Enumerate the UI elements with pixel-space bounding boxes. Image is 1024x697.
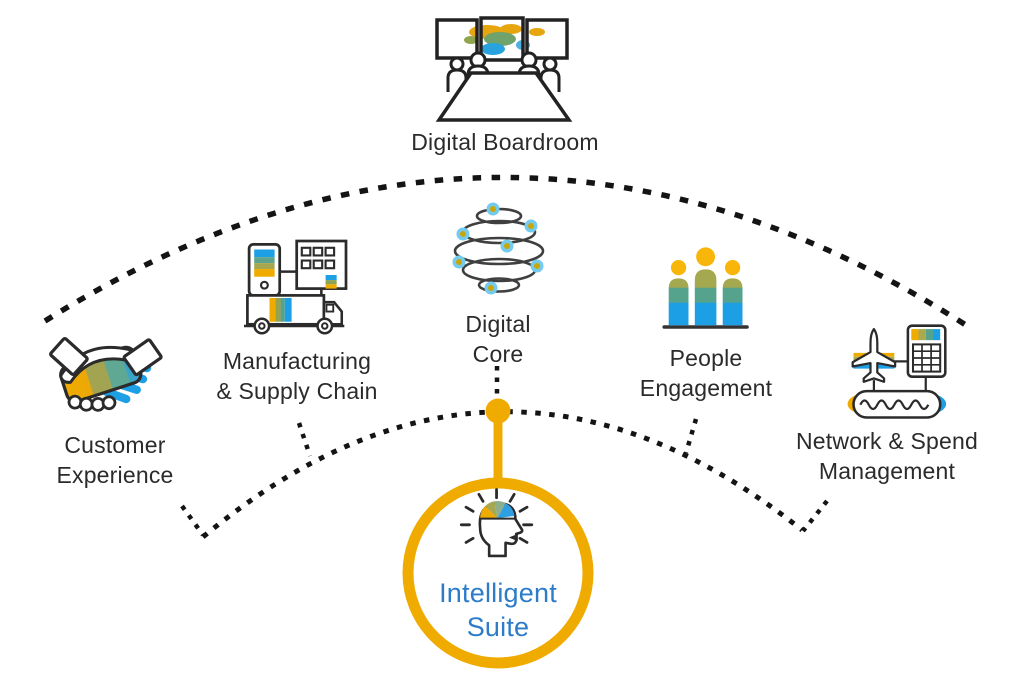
idea-rays <box>459 488 534 544</box>
knuckles <box>67 394 117 412</box>
tick-network-spend <box>801 499 829 533</box>
people-engagement-label: People Engagement <box>639 345 773 401</box>
world-map <box>464 24 545 55</box>
network-nodes <box>452 202 544 295</box>
intelligent-suite-label: Intelligent Suite <box>439 578 557 642</box>
tick-customer-experience <box>180 504 205 537</box>
network-spend-management-label: Network & Spend Management <box>796 428 978 484</box>
wheels <box>253 317 334 335</box>
eye-arrow <box>508 533 518 542</box>
manufacturing-supply-chain-label: Manufacturing & Supply Chain <box>216 348 378 404</box>
intelligent-suite-ring <box>402 477 594 669</box>
airplane <box>851 327 897 383</box>
networked-coil-icon <box>452 202 545 295</box>
arc-node-dot <box>485 398 511 424</box>
brain-pie <box>480 501 515 520</box>
thinking-head-icon <box>459 488 534 558</box>
upper-dashed-arc <box>43 174 974 332</box>
handshake-icon <box>49 337 163 412</box>
tick-manufacturing <box>296 422 313 457</box>
factory-truck-icon <box>244 239 348 335</box>
boardroom-table <box>435 71 573 122</box>
right-cuff <box>122 338 163 377</box>
digital-core-label: Digital Core <box>465 311 531 367</box>
left-cuff <box>49 337 89 377</box>
mustard-squiggle <box>859 399 930 411</box>
plane-calculator-procurement-icon <box>847 324 947 419</box>
suite-connector <box>402 398 594 669</box>
boardroom-table-screens-icon <box>435 16 573 122</box>
people-group-icon <box>662 247 749 329</box>
customer-experience-label: Customer Experience <box>56 432 174 488</box>
hotdog-bun <box>852 389 942 419</box>
tick-people-engagement <box>683 418 699 454</box>
digital-boardroom-label: Digital Boardroom <box>411 129 599 155</box>
connector-ticks <box>180 366 829 537</box>
